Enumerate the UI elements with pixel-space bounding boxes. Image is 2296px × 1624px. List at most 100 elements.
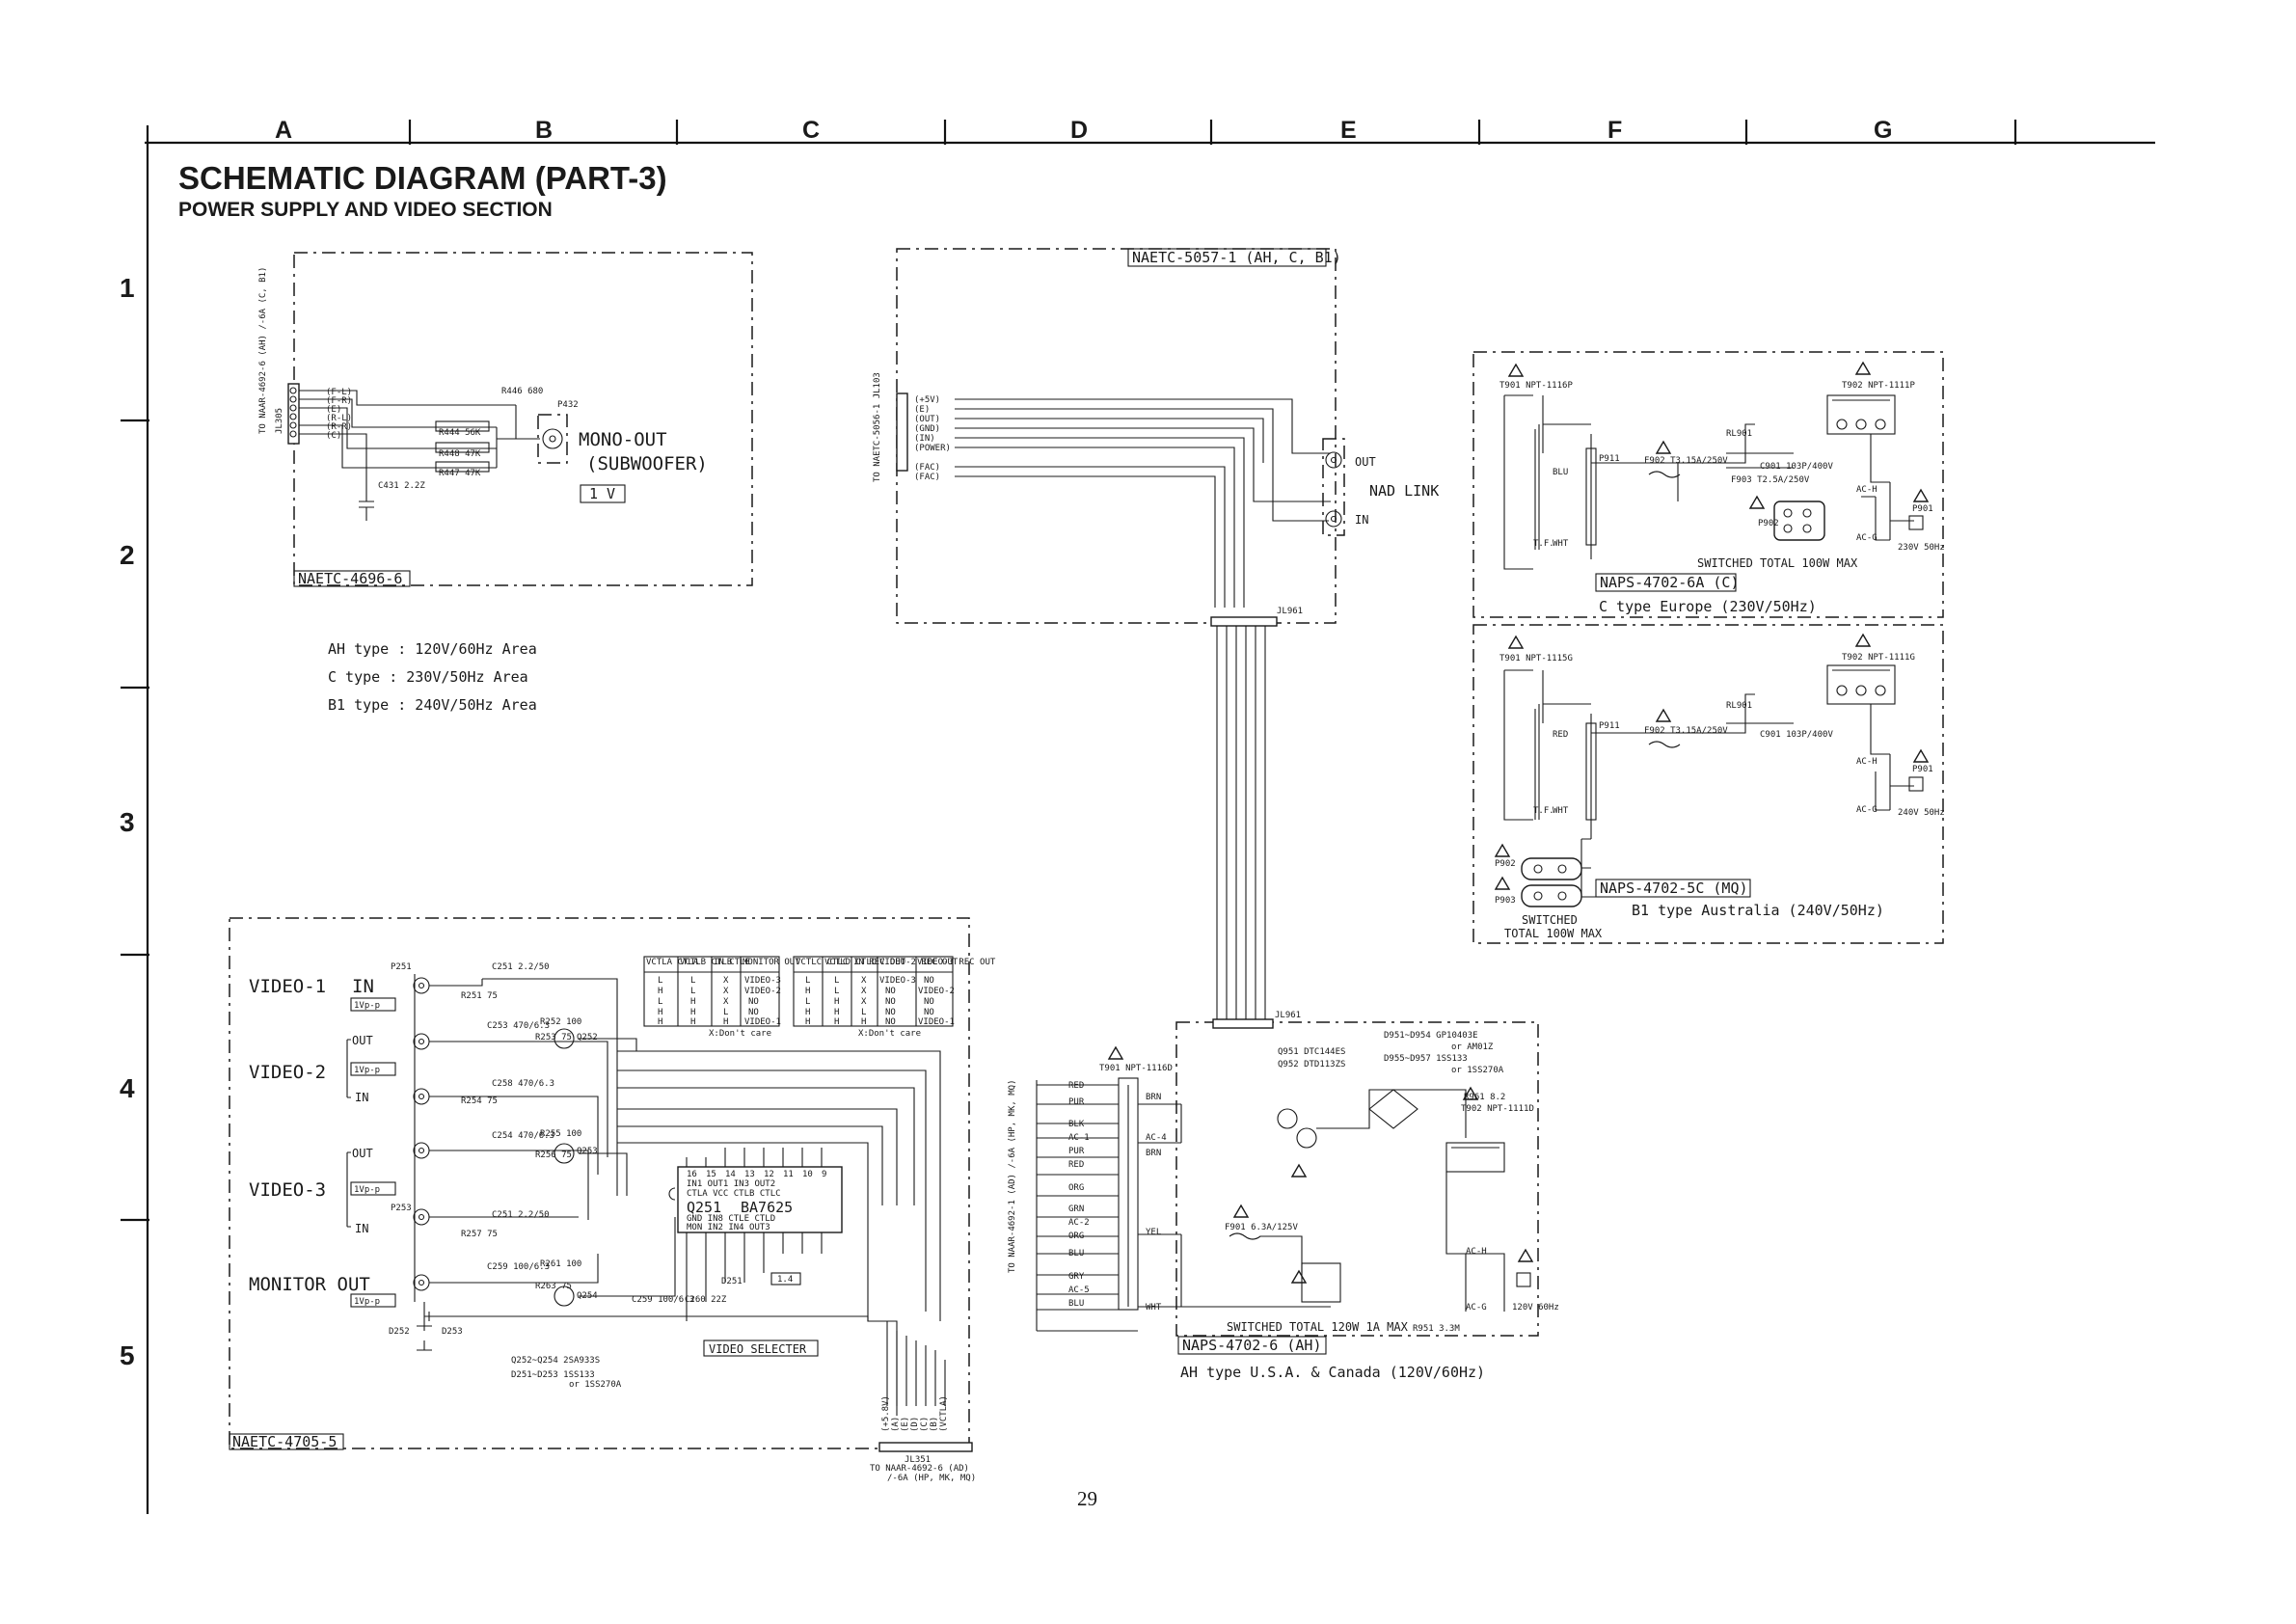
- svg-text:(SUBWOOFER): (SUBWOOFER): [586, 453, 708, 474]
- svg-text:AC-4: AC-4: [1146, 1133, 1167, 1143]
- svg-text:JL305: JL305: [275, 408, 284, 434]
- svg-text:(F-L): (F-L): [326, 388, 352, 397]
- svg-text:Q252: Q252: [577, 1033, 598, 1042]
- svg-text:NO: NO: [748, 1008, 759, 1017]
- svg-text:H: H: [834, 997, 839, 1007]
- svg-text:(R-R): (R-R): [326, 422, 352, 432]
- svg-text:SWITCHED: SWITCHED: [1522, 913, 1578, 927]
- svg-text:(F-R): (F-R): [326, 396, 352, 406]
- svg-text:JL961: JL961: [1275, 1011, 1301, 1020]
- svg-text:H: H: [723, 1017, 728, 1027]
- column-label-b: B: [535, 117, 553, 144]
- svg-text:L: L: [805, 997, 810, 1007]
- svg-text:IN: IN: [352, 976, 374, 997]
- svg-text:(GND): (GND): [914, 424, 940, 434]
- svg-text:15: 15: [706, 1170, 716, 1179]
- svg-text:D251: D251: [721, 1277, 743, 1286]
- svg-text:H: H: [805, 987, 810, 996]
- svg-text:C259 100/6.3: C259 100/6.3: [487, 1262, 550, 1272]
- svg-text:D951~D954 GP10403E: D951~D954 GP10403E: [1384, 1031, 1478, 1041]
- svg-text:OUT: OUT: [352, 1034, 373, 1047]
- svg-text:P901: P901: [1912, 765, 1933, 774]
- svg-text:1Vp-p: 1Vp-p: [354, 1185, 380, 1195]
- svg-text:F902 T3.15A/250V: F902 T3.15A/250V: [1644, 456, 1728, 466]
- svg-text:230V 50Hz: 230V 50Hz: [1898, 543, 1945, 553]
- svg-text:(C): (C): [920, 1417, 930, 1432]
- board-naetc-4705: NAETC-4705-5 VIDEO-1 IN 1Vp-p OUT VIDEO-…: [229, 917, 996, 1483]
- row-label-1: 1: [120, 273, 135, 303]
- row-label-5: 5: [120, 1340, 135, 1370]
- svg-text:H: H: [690, 997, 695, 1007]
- svg-text:L: L: [861, 1008, 866, 1017]
- svg-text:T901 NPT-1116D: T901 NPT-1116D: [1099, 1064, 1173, 1073]
- svg-text:1Vp-p: 1Vp-p: [354, 1297, 380, 1307]
- svg-text:R263 75: R263 75: [535, 1282, 572, 1291]
- svg-text:IN: IN: [1355, 513, 1368, 527]
- svg-text:P901: P901: [1912, 504, 1933, 514]
- svg-text:9: 9: [822, 1170, 826, 1179]
- svg-text:WHT: WHT: [1553, 806, 1569, 816]
- row-label-3: 3: [120, 807, 135, 837]
- svg-text:C251 2.2/50: C251 2.2/50: [492, 1210, 550, 1220]
- svg-text:Q251: Q251: [687, 1199, 721, 1216]
- svg-text:VIDEO-2: VIDEO-2: [918, 987, 955, 996]
- svg-text:X: X: [723, 976, 729, 986]
- svg-text:NO: NO: [885, 1017, 896, 1027]
- svg-text:R446 680: R446 680: [501, 387, 543, 396]
- svg-text:L: L: [658, 976, 662, 986]
- svg-text:R448 47K: R448 47K: [439, 449, 481, 459]
- svg-text:B1 type Australia (240V/5: B1 type Australia (240V/50Hz): [1632, 902, 1884, 919]
- svg-text:VIDEO SELECTER: VIDEO SELECTER: [709, 1342, 807, 1356]
- svg-text:TO NAAR-4692-6 (AD): TO NAAR-4692-6 (AD): [870, 1464, 969, 1474]
- board-naetc-5057: NAETC-5057-1 (AH, C, B1) TO NAETC-5056-1…: [873, 248, 1439, 627]
- svg-text:or 1SS270A: or 1SS270A: [1451, 1066, 1504, 1075]
- psu-b1-type: T901 NPT-1115G T902 NPT-1111G RED P911 T…: [1472, 624, 1945, 944]
- column-label-e: E: [1340, 117, 1357, 144]
- svg-text:BLU: BLU: [1068, 1299, 1084, 1309]
- svg-text:/-6A (HP, MK, MQ): /-6A (HP, MK, MQ): [887, 1474, 976, 1483]
- column-label-a: A: [275, 117, 292, 144]
- svg-text:16: 16: [687, 1170, 697, 1179]
- svg-text:NO: NO: [885, 1008, 896, 1017]
- svg-text:R254 75: R254 75: [461, 1096, 498, 1106]
- svg-text:TOTAL 100W MAX: TOTAL 100W MAX: [1504, 927, 1603, 940]
- svg-text:RL901: RL901: [1726, 429, 1752, 439]
- svg-text:ORG: ORG: [1068, 1183, 1084, 1193]
- svg-text:T.F.: T.F.: [1533, 806, 1554, 816]
- svg-text:(E): (E): [901, 1417, 910, 1432]
- svg-text:VIDEO-1: VIDEO-1: [744, 1017, 781, 1027]
- svg-text:F901 6.3A/125V: F901 6.3A/125V: [1225, 1223, 1298, 1232]
- svg-text:PUR: PUR: [1068, 1147, 1085, 1156]
- svg-text:R444 56K: R444 56K: [439, 428, 481, 438]
- area-note-b1: B1 type : 240V/50Hz Area: [328, 696, 537, 714]
- svg-text:GND IN8 CTLE CTLD: GND IN8 CTLE CTLD: [687, 1214, 775, 1224]
- svg-text:OUT: OUT: [1355, 455, 1376, 469]
- svg-text:PUR: PUR: [1068, 1097, 1085, 1107]
- svg-text:BRN: BRN: [1146, 1093, 1161, 1102]
- svg-text:AC-2: AC-2: [1068, 1218, 1090, 1228]
- svg-text:D955~D957 1SS133: D955~D957 1SS133: [1384, 1054, 1468, 1064]
- svg-text:Q252~Q254 2SA933S: Q252~Q254 2SA933S: [511, 1356, 600, 1366]
- svg-text:13: 13: [744, 1170, 755, 1179]
- svg-text:NO: NO: [885, 987, 896, 996]
- svg-text:or AM01Z: or AM01Z: [1451, 1042, 1494, 1052]
- svg-text:H: H: [834, 1008, 839, 1017]
- psu-ah-type: JL961 TO NAAR-4692-1 (AD) /-6A (HP, MK, …: [1008, 1011, 1559, 1381]
- svg-text:L: L: [834, 976, 839, 986]
- svg-text:GRN: GRN: [1068, 1204, 1084, 1214]
- svg-text:H: H: [805, 1017, 810, 1027]
- area-note-ah: AH type : 120V/60Hz Area: [328, 640, 537, 658]
- svg-text:L: L: [658, 997, 662, 1007]
- column-label-d: D: [1070, 117, 1088, 144]
- svg-text:H: H: [658, 1008, 662, 1017]
- svg-text:WHT: WHT: [1553, 539, 1569, 549]
- trunk-wires: [1216, 626, 1266, 1020]
- svg-text:T.F.: T.F.: [1533, 539, 1554, 549]
- svg-text:R961 8.2: R961 8.2: [1464, 1093, 1505, 1102]
- svg-text:H: H: [658, 987, 662, 996]
- svg-text:R447 47K: R447 47K: [439, 469, 481, 478]
- svg-text:NO: NO: [924, 976, 934, 986]
- svg-text:H: H: [690, 1017, 695, 1027]
- svg-text:VIDEO-2: VIDEO-2: [249, 1062, 326, 1083]
- svg-text:R255 100: R255 100: [540, 1129, 581, 1139]
